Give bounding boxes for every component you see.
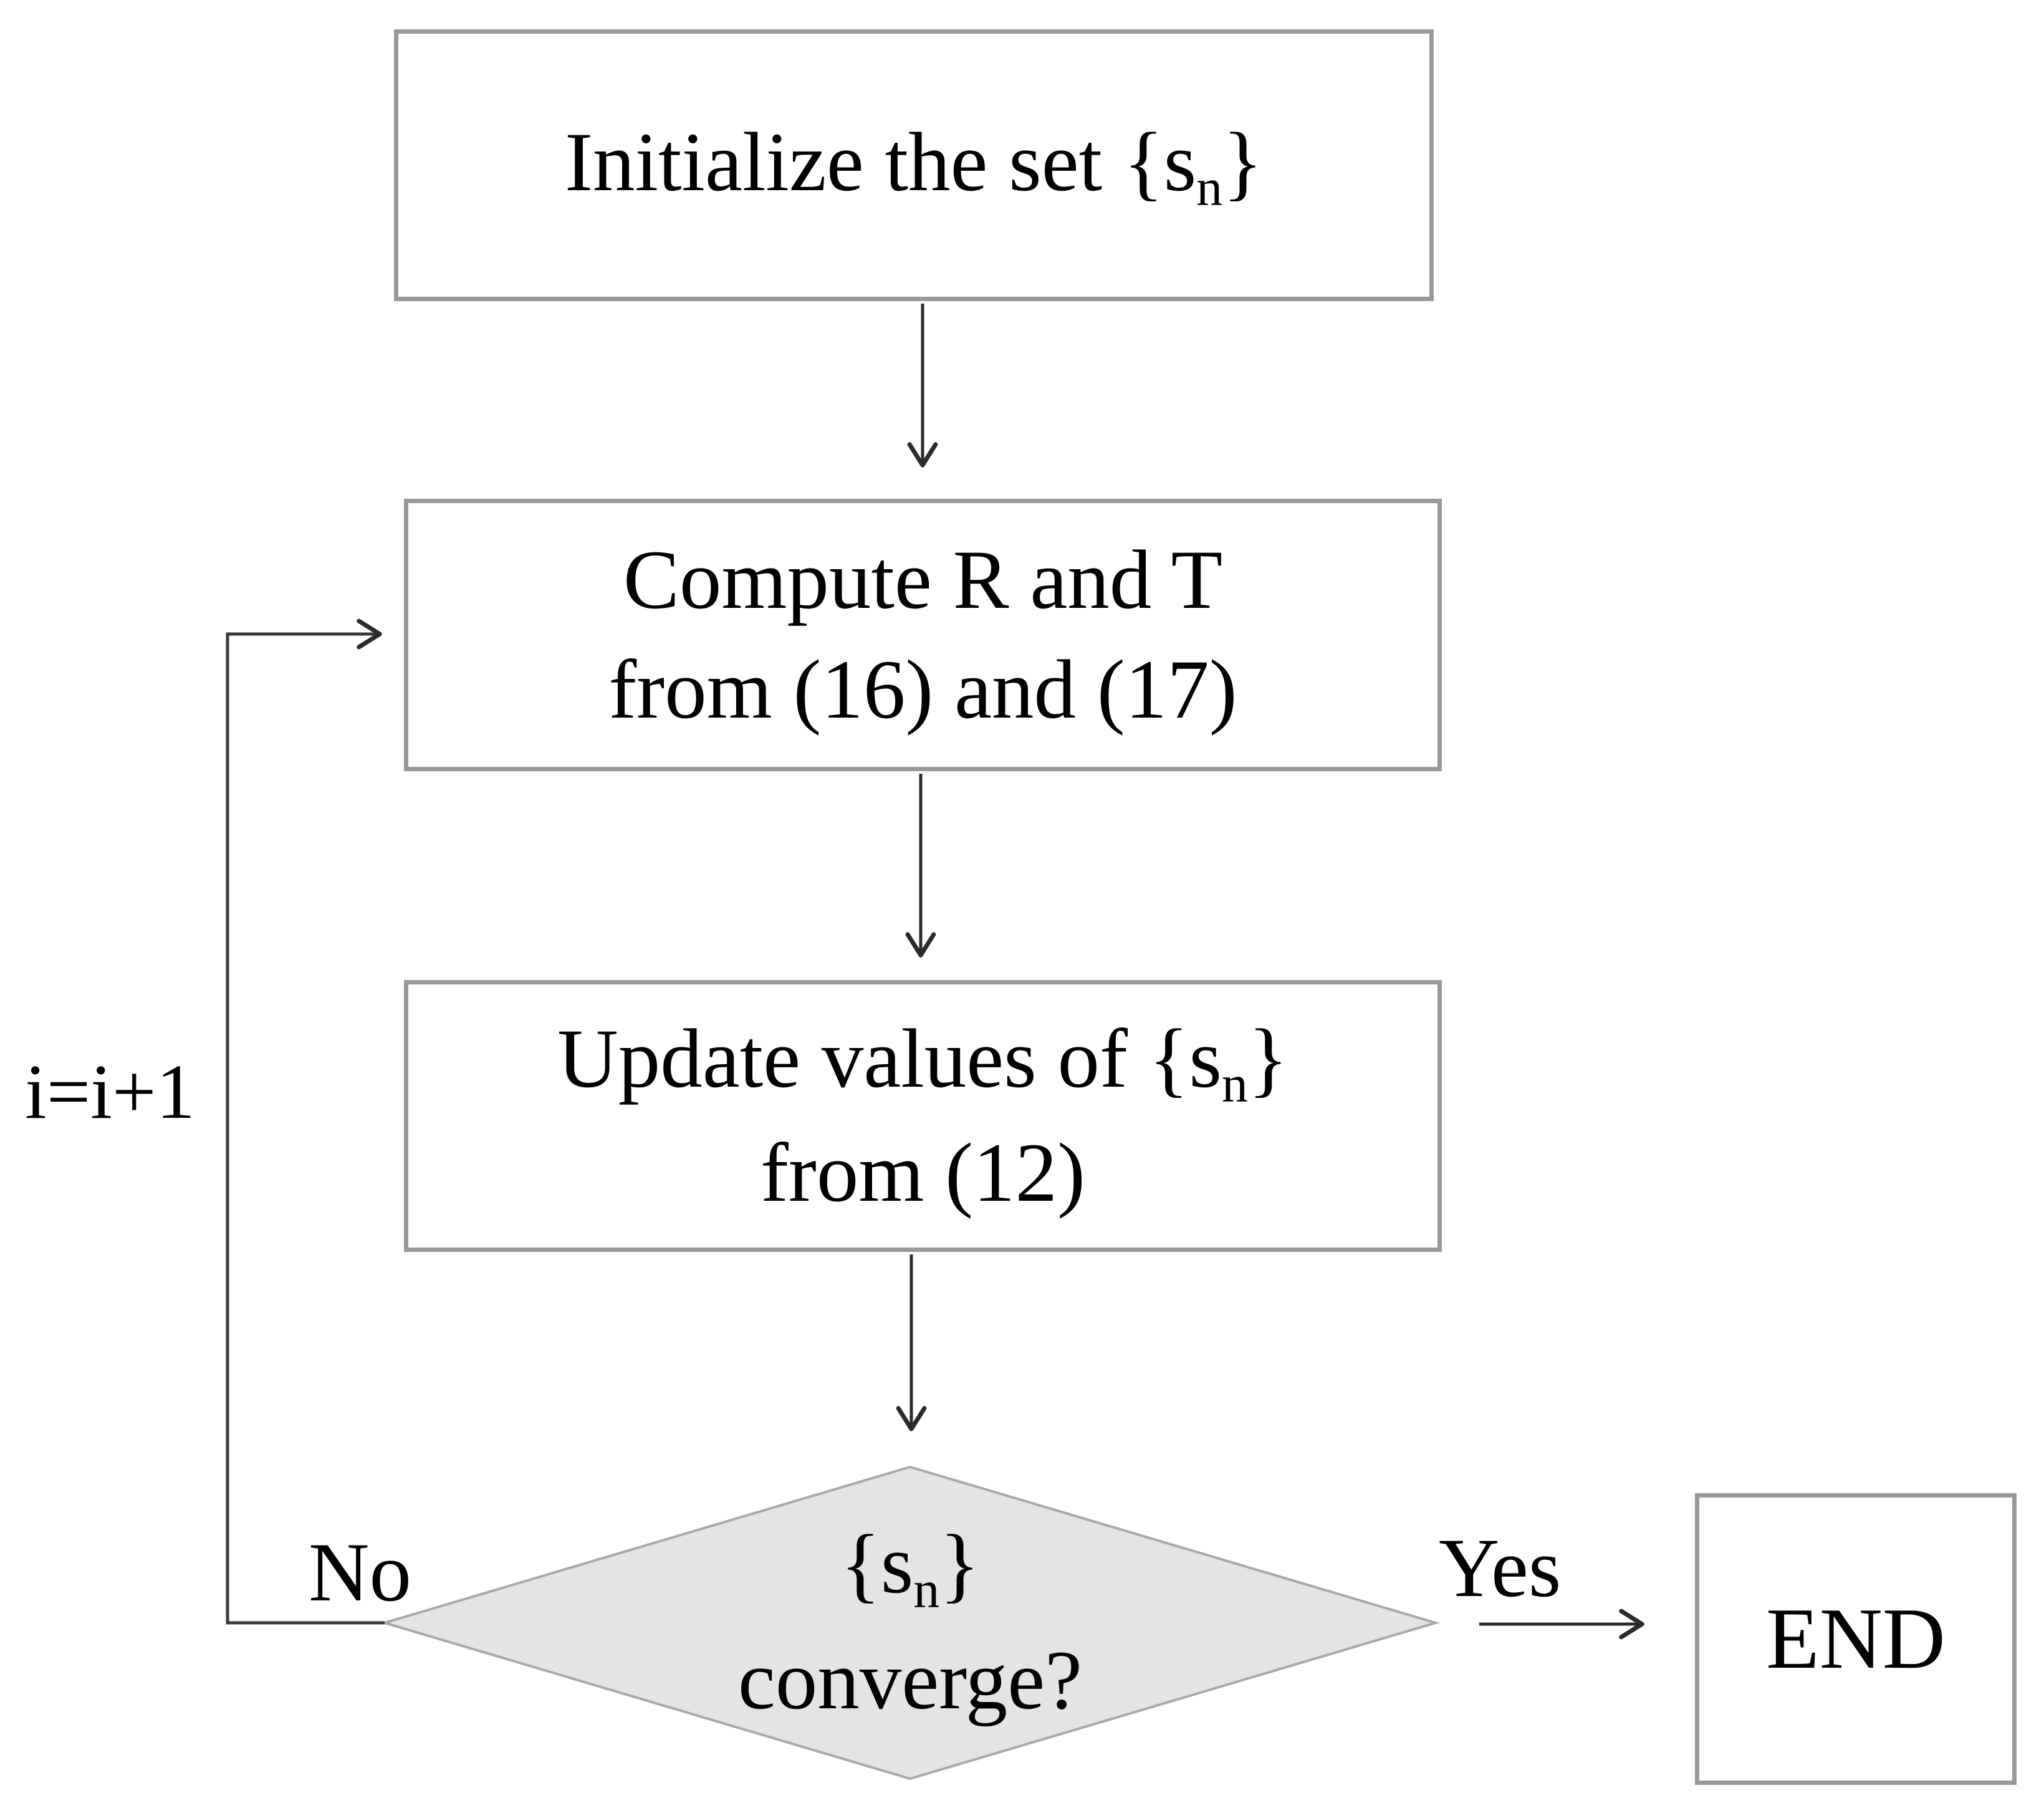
update-subscript: n (1222, 1055, 1248, 1113)
no-edge-label: No (309, 1526, 411, 1619)
process-box-compute: Compute R and T from (16) and (17) (404, 499, 1442, 771)
yes-edge-label: Yes (1439, 1522, 1562, 1615)
decision-line1: {sn} (598, 1509, 1222, 1625)
process-box-update: Update values of {sn} from (12) (404, 980, 1442, 1252)
end-box-label: END (1766, 1590, 1946, 1687)
update-line2: from (12) (760, 1126, 1086, 1219)
initialize-text-suffix: } (1222, 116, 1263, 209)
decision-diamond-text: {sn} converge? (598, 1509, 1222, 1736)
decision-diamond-shape (380, 1465, 1441, 1781)
compute-line1: Compute R and T (623, 534, 1223, 627)
process-box-update-text: Update values of {sn} from (12) (408, 1004, 1437, 1228)
decision-line1-suffix: } (939, 1518, 980, 1611)
compute-line2: from (16) and (17) (608, 643, 1237, 736)
increment-loop-label: i=i+1 (25, 1049, 195, 1135)
process-box-initialize-text: Initialize the set {sn} (398, 108, 1429, 222)
update-line1-text: Update values of {s (557, 1012, 1222, 1105)
update-line1-suffix: } (1247, 1012, 1288, 1105)
update-line1: Update values of {sn} (408, 1004, 1437, 1118)
decision-subscript: n (913, 1560, 940, 1619)
loop-decision-to-compute (226, 618, 385, 1625)
process-box-compute-text: Compute R and T from (16) and (17) (408, 526, 1437, 744)
decision-line1-text: {s (840, 1518, 914, 1611)
decision-line2: converge? (737, 1633, 1083, 1727)
process-box-initialize: Initialize the set {sn} (394, 29, 1434, 301)
end-box: END (1695, 1493, 2017, 1785)
initialize-text: Initialize the set {s (565, 116, 1197, 209)
initialize-subscript: n (1196, 158, 1223, 217)
